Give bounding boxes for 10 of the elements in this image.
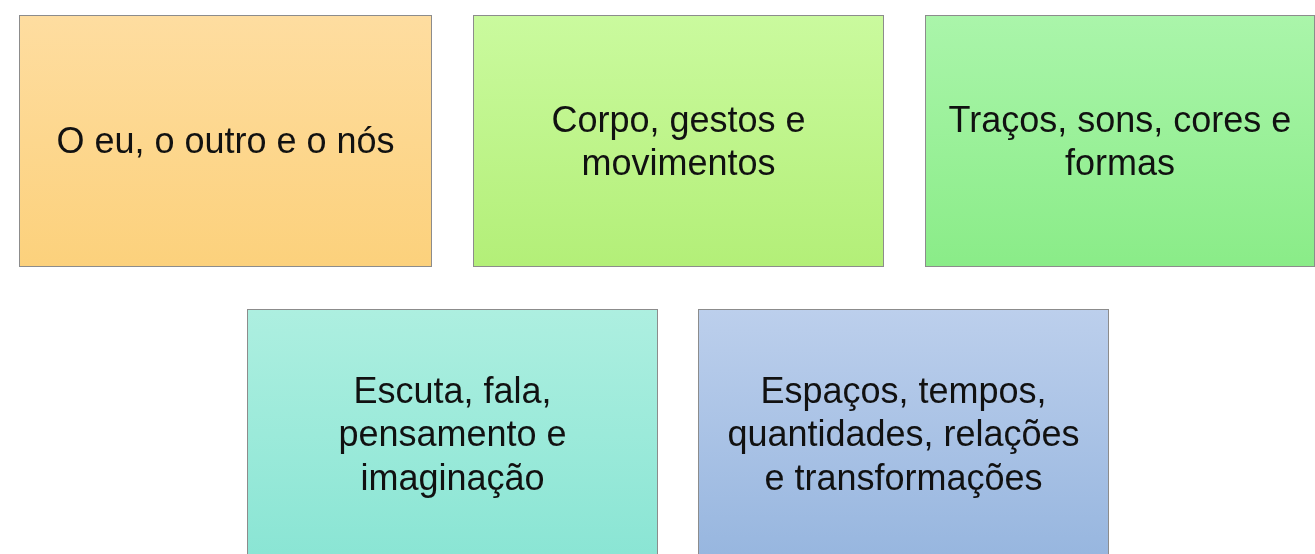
- topic-label: O eu, o outro e o nós: [55, 119, 396, 163]
- topic-label: Escuta, fala, pensamento e imaginação: [337, 369, 568, 499]
- topic-label: Traços, sons, cores e formas: [947, 97, 1293, 185]
- topic-label: Espaços, tempos, quantidades, relações e transformações: [726, 369, 1081, 499]
- topic-box: [19, 15, 432, 267]
- topic-box: [698, 309, 1109, 554]
- topic-box: [473, 15, 884, 267]
- topic-label: Corpo, gestos e movimentos: [550, 97, 807, 185]
- topic-box: [247, 309, 658, 554]
- topic-box: [925, 15, 1315, 267]
